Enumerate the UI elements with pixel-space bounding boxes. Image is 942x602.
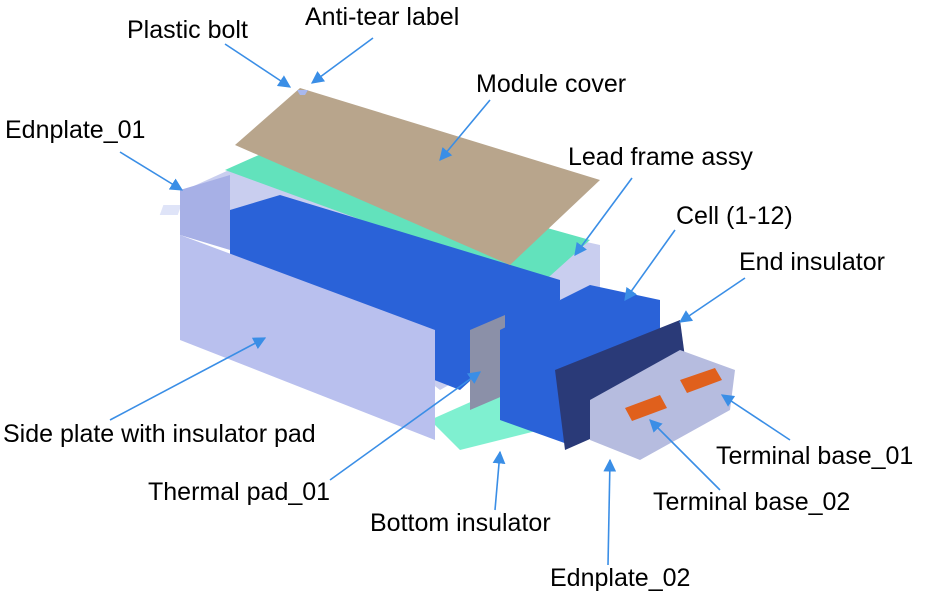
arrow-thermal-pad [329, 371, 482, 481]
label-plastic-bolt: Plastic bolt [127, 16, 248, 44]
label-endplate-01: Ednplate_01 [5, 116, 145, 144]
arrow-end-insulator [678, 277, 746, 323]
label-end-insulator: End insulator [739, 248, 885, 276]
labels: Plastic bolt Anti-tear label Module cove… [3, 3, 913, 592]
side-plate-top-shape [180, 175, 230, 250]
label-cell: Cell (1-12) [676, 202, 793, 230]
label-lead-frame-assy: Lead frame assy [568, 143, 753, 171]
side-plate-shape [180, 235, 435, 440]
terminal-base-02-shape [625, 395, 667, 421]
module-illustration [159, 88, 735, 460]
label-terminal-base-02: Terminal base_02 [653, 488, 850, 516]
label-endplate-02: Ednplate_02 [550, 564, 690, 592]
arrow-terminal-base-01 [720, 394, 791, 441]
arrow-plastic-bolt [224, 43, 292, 88]
label-anti-tear-label: Anti-tear label [305, 3, 459, 31]
arrow-cell [624, 229, 676, 302]
cell-tops [159, 205, 182, 215]
leader-arrows [109, 37, 791, 566]
terminal-base-01-shape [680, 368, 722, 393]
module-cover-shape [235, 88, 600, 265]
arrow-module-cover [439, 99, 491, 161]
arrow-terminal-base-02 [649, 419, 721, 491]
label-terminal-base-01: Terminal base_01 [716, 442, 913, 470]
label-side-plate: Side plate with insulator pad [3, 420, 316, 448]
label-thermal-pad: Thermal pad_01 [148, 478, 330, 506]
arrow-bottom-insulator [492, 450, 506, 511]
arrow-side-plate [109, 337, 267, 421]
thermal-pad-shape [470, 315, 505, 410]
arrow-anti-tear-label [310, 37, 374, 84]
arrow-endplate-01 [119, 151, 184, 191]
arrow-endplate-02 [603, 458, 617, 566]
arrow-lead-frame [574, 177, 633, 257]
label-bottom-insulator: Bottom insulator [370, 509, 551, 537]
plastic-bolt-shape [297, 90, 308, 95]
label-module-cover: Module cover [476, 70, 626, 98]
